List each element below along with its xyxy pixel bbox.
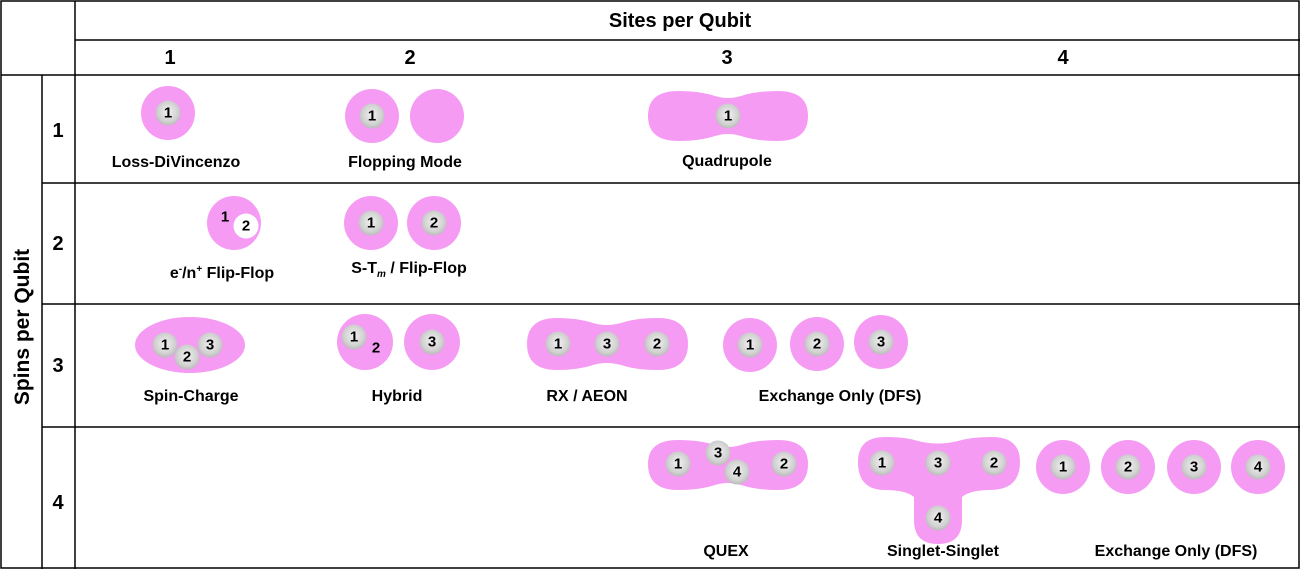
column-header-4: 4 (1057, 47, 1069, 69)
spin-dot: 2 (804, 331, 830, 357)
cell-label-hybrid: Hybrid (371, 388, 423, 405)
row-axis-title: Spins per Qubit (11, 248, 34, 406)
spin-dot: 2 (1115, 454, 1141, 480)
spin-dot: 4 (1245, 454, 1271, 480)
spin-dot: 3 (419, 329, 445, 355)
column-header-3: 3 (721, 47, 733, 69)
cell-label-rx-aeon: RX / AEON (546, 388, 628, 405)
cell-label-loss-divincenzo: Loss-DiVincenzo (111, 154, 241, 171)
cell-label-spin-charge: Spin-Charge (143, 388, 239, 405)
spin-dot: 3 (1181, 454, 1207, 480)
spin-dot: 1 (737, 332, 763, 358)
column-header-1: 1 (164, 47, 176, 69)
column-header-2: 2 (404, 47, 416, 69)
spin-dot: 3 (925, 450, 951, 476)
column-axis-title: Sites per Qubit (608, 10, 752, 32)
cell-label-quex: QUEX (703, 543, 749, 560)
row-header-4: 4 (52, 492, 64, 514)
spin-dot: 4 (925, 505, 951, 531)
spin-dot: 1 (358, 210, 384, 236)
cell-label-quadrupole: Quadrupole (682, 153, 772, 170)
spin-dot: 3 (594, 331, 620, 357)
spin-dot: 3 (705, 440, 731, 466)
spin-dot: 2 (771, 451, 797, 477)
cell-label-exchange-only-3: Exchange Only (DFS) (758, 388, 922, 405)
spin-dot: 1 (545, 331, 571, 357)
spin-dot: 1 (1050, 454, 1076, 480)
cell-label-flopping-mode: Flopping Mode (348, 154, 462, 171)
quantum-dot-shape (858, 437, 1020, 544)
spin-dot: 1 (341, 324, 367, 350)
spin-dot: 4 (724, 459, 750, 485)
spin-dot: 2 (371, 339, 381, 357)
spin-dot: 1 (715, 103, 741, 129)
spin-dot: 2 (981, 450, 1007, 476)
spin-dot: 2 (174, 344, 200, 370)
cell-label-singlet-singlet: Singlet-Singlet (887, 543, 999, 560)
quantum-dot-shape (410, 89, 464, 143)
spin-dot: 3 (868, 329, 894, 355)
spin-dot: 1 (152, 332, 178, 358)
cell-label-exchange-only-4: Exchange Only (DFS) (1094, 543, 1258, 560)
row-header-2: 2 (52, 233, 64, 255)
spin-dot: 1 (665, 451, 691, 477)
spin-dot: 1 (155, 100, 181, 126)
nuclear-spin-dot: 2 (233, 213, 259, 239)
spin-dot: 1 (359, 103, 385, 129)
spin-dot: 2 (644, 331, 670, 357)
spin-dot: 2 (421, 210, 447, 236)
cell-label-s-tm-flip-flop: S-Tm / Flip-Flop (351, 259, 467, 281)
spin-dot: 3 (197, 332, 223, 358)
spin-dot: 1 (869, 450, 895, 476)
spin-dot: 1 (220, 208, 230, 226)
row-header-3: 3 (52, 355, 64, 377)
cell-label-flip-flop: e-/n+ Flip-Flop (169, 263, 275, 283)
row-header-1: 1 (52, 120, 64, 142)
